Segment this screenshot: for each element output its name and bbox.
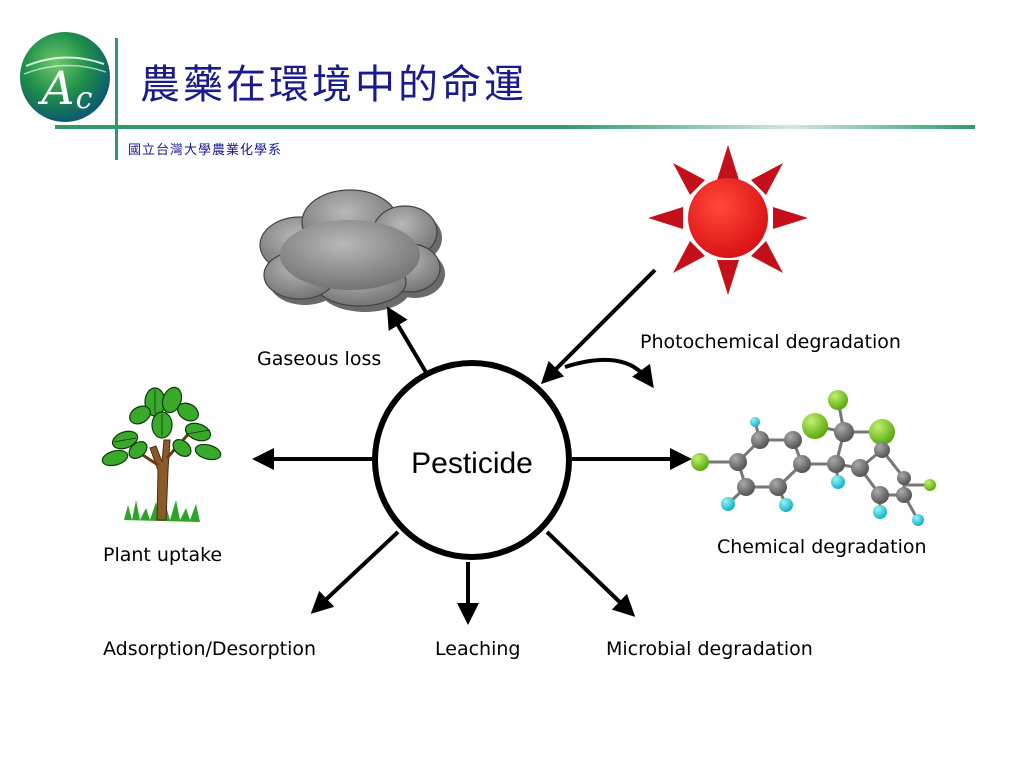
arrow-gaseous-loss [386, 306, 429, 376]
arrow-photochemical-in [540, 268, 657, 385]
label-gaseous-loss: Gaseous loss [257, 348, 381, 370]
header-horizontal-rule [55, 125, 975, 129]
arrow-microbial-degradation [545, 530, 636, 617]
label-microbial-degradation: Microbial degradation [606, 638, 813, 660]
tree-icon [101, 386, 222, 522]
center-label: Pesticide [411, 447, 533, 480]
svg-text:A: A [37, 61, 74, 115]
slide-title: 農藥在環境中的命運 [140, 62, 527, 108]
label-leaching: Leaching [435, 638, 520, 660]
label-adsorption-desorption: Adsorption/Desorption [103, 638, 316, 660]
molecule-icon [691, 390, 936, 526]
svg-text:c: c [76, 81, 93, 116]
slide-subtitle: 國立台灣大學農業化學系 [128, 143, 283, 158]
arrow-adsorption [310, 530, 400, 614]
label-chemical-degradation: Chemical degradation [717, 536, 927, 558]
arrow-photochemical-out [564, 357, 654, 389]
sun-icon [648, 145, 808, 295]
label-photochemical-degradation: Photochemical degradation [640, 331, 901, 353]
ac-logo-icon: A c [20, 32, 110, 122]
label-plant-uptake: Plant uptake [103, 544, 222, 566]
header-vertical-rule [115, 38, 118, 160]
cloud-icon [259, 189, 445, 312]
